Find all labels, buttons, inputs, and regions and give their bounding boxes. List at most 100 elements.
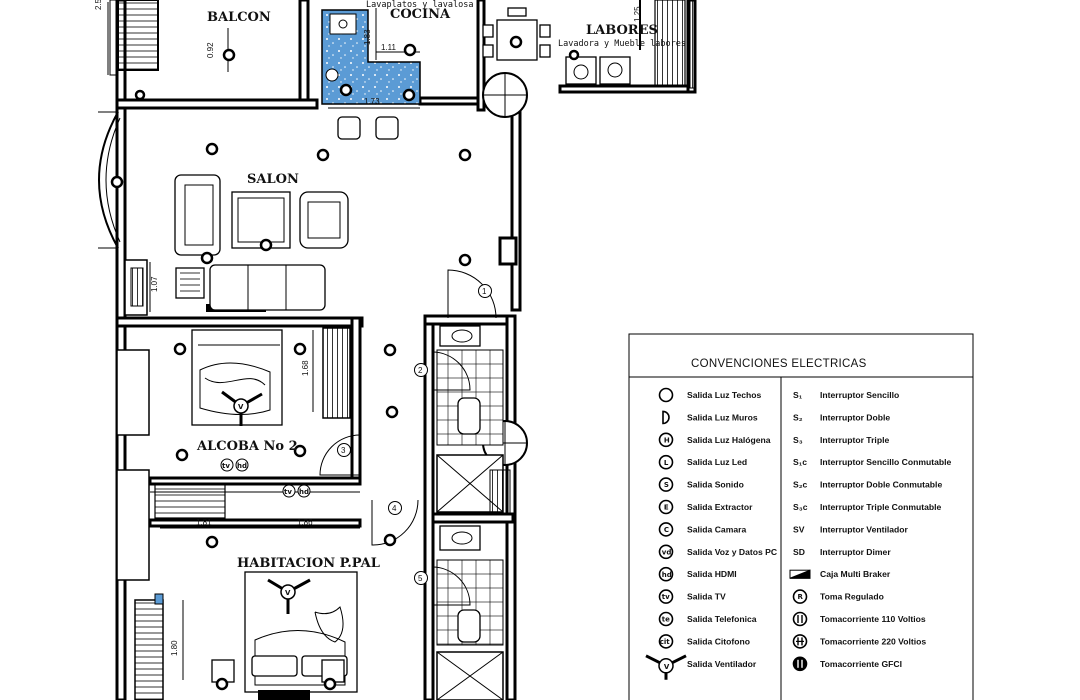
svg-text:2.5: 2.5 [94, 0, 103, 10]
door-number-2: 2 [418, 366, 423, 375]
phone-outlet-icon: te [658, 611, 674, 627]
switch-code: S₂ [793, 412, 803, 422]
ceiling-lights [110, 35, 580, 691]
legend-row-right: S₂ Interruptor Doble [793, 412, 890, 422]
legend-label: Tomacorriente 220 Voltios [820, 636, 926, 646]
svg-text:1.11: 1.11 [381, 43, 397, 52]
tv-outlet-icon: tv [658, 589, 674, 604]
hdmi-outlet-glyph: hd [662, 571, 672, 579]
legend-label: Caja Multi Braker [820, 569, 891, 579]
tv-hd-outlets: tv hd tv hd [220, 458, 311, 498]
led-light-glyph: L [664, 459, 669, 467]
svg-text:1.25: 1.25 [633, 6, 642, 22]
svg-text:V: V [285, 589, 291, 597]
svg-text:1.83: 1.83 [363, 29, 372, 45]
hdmi-outlet-icon: hd [658, 566, 674, 582]
legend-label: Interruptor Doble [820, 412, 890, 422]
legend-label: Interruptor Doble Conmutable [820, 480, 942, 490]
legend-label: Salida TV [687, 592, 726, 602]
curved-window [98, 111, 121, 249]
legend-row-right: Tomacorriente 220 Voltios [792, 634, 926, 649]
switch-code: S₁ [793, 390, 803, 400]
sound-outlet-glyph: S [664, 481, 669, 489]
camera-outlet-icon: C [658, 522, 674, 537]
outlet-220-icon [792, 634, 808, 649]
switch-code: SD [793, 547, 805, 557]
ceiling-fan-alcoba: V [221, 390, 263, 426]
switch-code: S₃ [793, 435, 803, 445]
legend-row-tv-outlet: tv Salida TV [658, 589, 726, 604]
legend-label: Interruptor Triple Conmutable [820, 502, 941, 512]
svg-text:tv: tv [284, 488, 292, 496]
switch-code: S₂c [793, 480, 808, 490]
legend-label: Salida Voz y Datos PC [687, 547, 777, 557]
regulated-glyph: R [798, 593, 804, 601]
legend-label: Interruptor Ventilador [820, 524, 909, 534]
legend-row-wall-light: Salida Luz Muros [662, 410, 758, 425]
phone-outlet-glyph: te [662, 616, 670, 624]
alcoba-bed [191, 329, 283, 426]
led-light-icon: L [658, 454, 674, 470]
outlet-hd-label: hd [237, 462, 247, 470]
switch-code: SV [793, 524, 805, 534]
svg-text:1.73: 1.73 [364, 97, 380, 106]
legend-row-right: Tomacorriente 110 Voltios [792, 611, 926, 627]
svg-text:1.86: 1.86 [297, 518, 313, 527]
svg-text:hd: hd [299, 488, 309, 496]
legend-label: Toma Regulado [820, 592, 884, 602]
svg-text:1.68: 1.68 [301, 360, 310, 376]
room-label-habitacion: HABITACION P.PAL [237, 556, 380, 571]
svg-text:1.07: 1.07 [150, 276, 159, 292]
kitchen-counter [321, 9, 421, 140]
legend-label: Salida Citofono [687, 636, 750, 646]
outlet-110-icon [792, 611, 808, 627]
laundry-appliances [565, 0, 686, 87]
svg-text:1.81: 1.81 [196, 518, 212, 527]
halogen-light-icon: H [658, 432, 674, 448]
tv-outlet-glyph: tv [662, 593, 670, 601]
room-label-salon: SALON [247, 172, 299, 187]
extractor-outlet-icon: E [658, 499, 674, 515]
room-label-balcon: BALCON [207, 10, 271, 25]
legend-label: Salida Luz Muros [687, 412, 758, 422]
door-numbers: 1 2 3 4 5 [337, 284, 492, 585]
voice-data-outlet-glyph: vd [662, 548, 672, 556]
switch-code: S₁c [793, 457, 807, 467]
door-swings [150, 269, 497, 606]
intercom-outlet-glyph: cit [660, 638, 671, 646]
bathrooms [436, 325, 511, 700]
note-cocina: Lavaplatos y lavalosa [366, 0, 473, 10]
legend-label: Salida Ventilador [687, 659, 757, 669]
fan-outlet-icon: V [645, 654, 687, 680]
legend-row-right: S₃ Interruptor Triple [793, 435, 889, 445]
legend-row-right: Tomacorriente GFCI [792, 656, 902, 672]
legend-title: CONVENCIONES ELECTRICAS [691, 358, 867, 370]
voice-data-outlet-icon: vd [658, 544, 674, 560]
room-label-alcoba2: ALCOBA No 2 [196, 439, 298, 454]
legend-row-right: SV Interruptor Ventilador [793, 524, 909, 534]
room-label-cocina: COCINA [390, 7, 451, 22]
wall-light-icon [662, 410, 670, 425]
ceiling-light-icon [658, 387, 674, 403]
door-number-3: 3 [341, 446, 346, 455]
sound-outlet-icon: S [658, 477, 674, 492]
extractor-outlet-glyph: E [664, 504, 669, 512]
legend-label: Interruptor Triple [820, 435, 889, 445]
legend-row-right: R Toma Regulado [792, 589, 884, 604]
habitacion-bed [211, 571, 358, 700]
door-number-4: 4 [392, 504, 397, 513]
